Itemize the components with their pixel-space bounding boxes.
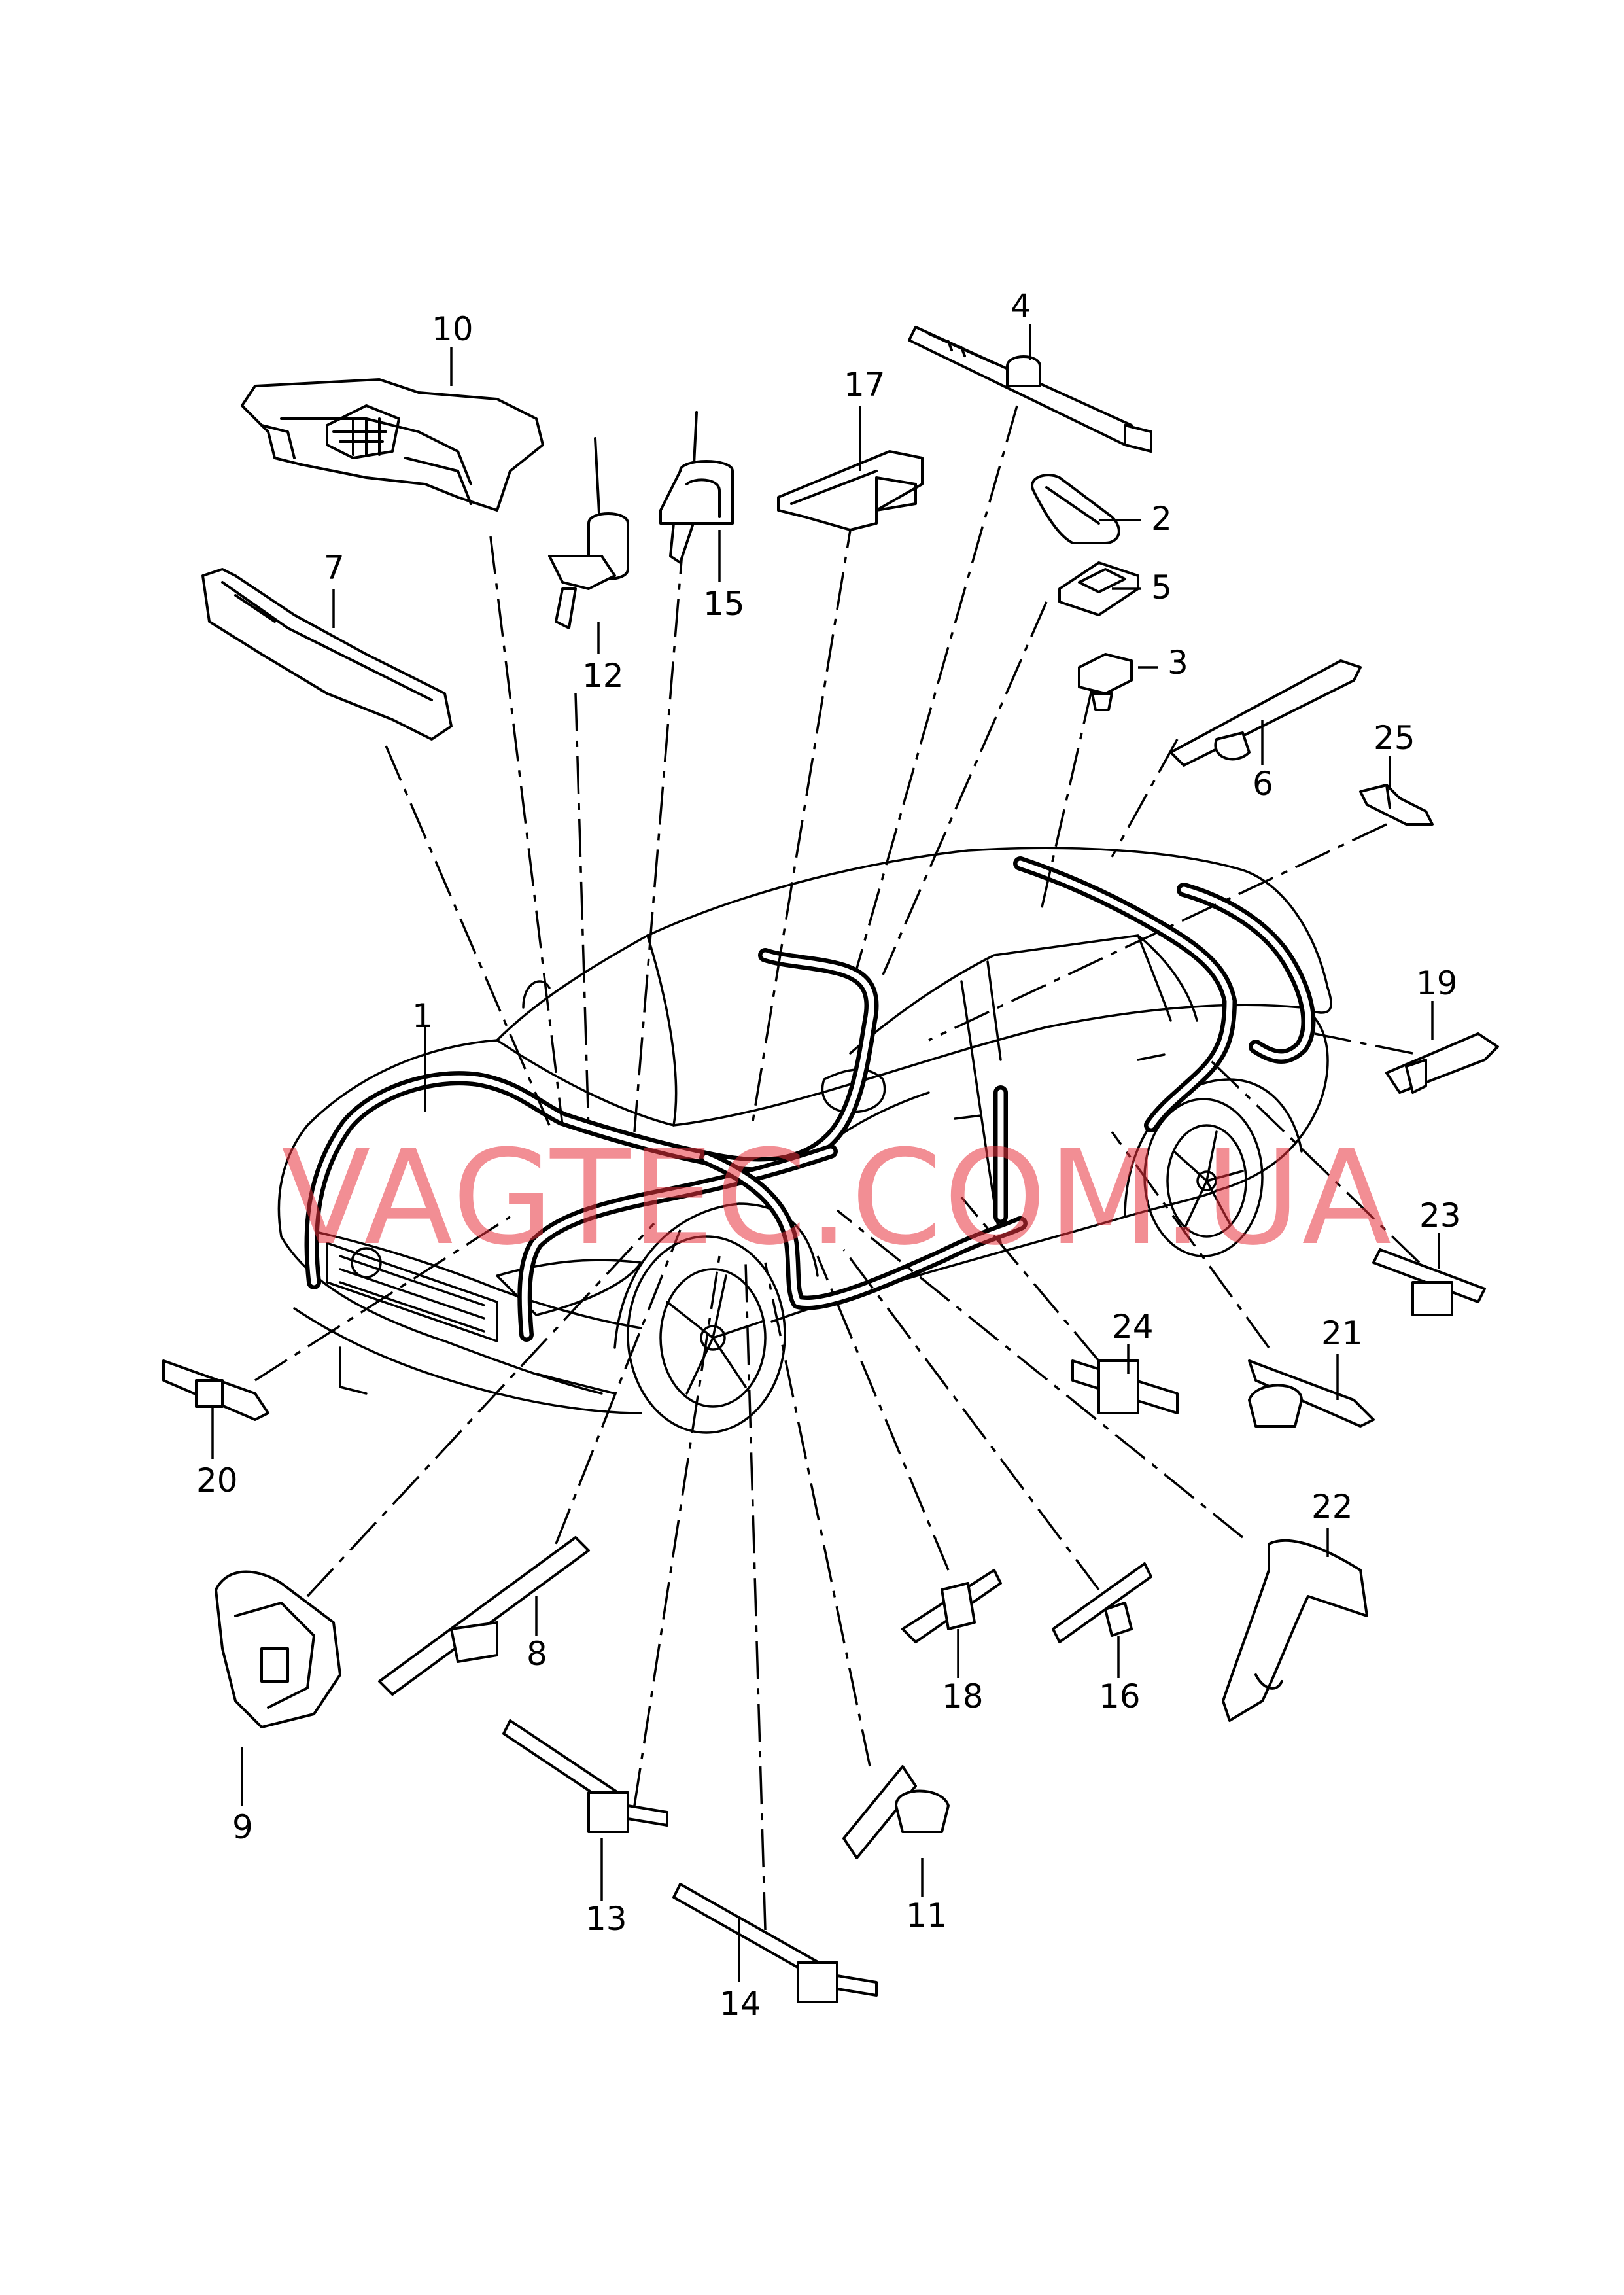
callout-5: 5: [1151, 569, 1172, 606]
callout-4: 4: [1011, 287, 1031, 325]
part-10-cover: [241, 378, 544, 512]
part-16-clip: [1052, 1562, 1152, 1643]
callout-13: 13: [585, 1900, 627, 1938]
part-11-clip: [842, 1765, 950, 1859]
part-12-fastener: [548, 437, 629, 629]
callout-22: 22: [1311, 1488, 1353, 1526]
callout-8: 8: [527, 1635, 547, 1673]
part-7-trim-strip: [201, 568, 453, 741]
part-18-clip: [901, 1569, 1002, 1643]
callout-7: 7: [324, 549, 345, 587]
part-19-clip: [1385, 1032, 1499, 1094]
callout-21: 21: [1321, 1314, 1363, 1352]
part-23-clip: [1372, 1248, 1486, 1316]
callout-15: 15: [703, 585, 745, 623]
callout-19: 19: [1416, 964, 1458, 1002]
callout-12: 12: [582, 657, 624, 695]
callout-17: 17: [844, 366, 886, 404]
part-6-profile: [1169, 659, 1362, 767]
callout-25: 25: [1373, 719, 1415, 757]
part-17-flat-bracket: [777, 450, 924, 531]
leader-lines: [254, 405, 1421, 1931]
part-9-housing: [215, 1570, 341, 1728]
callout-2: 2: [1151, 500, 1172, 538]
part-3-connector: [1078, 653, 1133, 711]
callout-24: 24: [1112, 1308, 1154, 1346]
part-15-clip: [659, 411, 734, 564]
callout-3: 3: [1167, 644, 1188, 682]
callout-20: 20: [196, 1462, 238, 1499]
callout-6: 6: [1253, 765, 1273, 803]
callout-11: 11: [906, 1897, 948, 1935]
callout-1: 1: [412, 997, 433, 1035]
callout-numbers: 1 2 3 4 5 6 7 8 9 10 11 12 13 14 15 16 1…: [196, 287, 1461, 2023]
part-24-clip: [1071, 1359, 1179, 1414]
watermark: VAGTEC.COM.UA: [281, 1122, 1392, 1274]
part-13-tie-clip: [502, 1719, 668, 1833]
part-25-clip: [1359, 784, 1434, 826]
callout-9: 9: [232, 1808, 253, 1846]
part-22-bracket: [1222, 1539, 1368, 1722]
wiring-harness: [304, 856, 1316, 1342]
callout-10: 10: [432, 310, 474, 348]
part-8-bar-clip: [378, 1536, 590, 1696]
callout-23: 23: [1419, 1197, 1461, 1235]
part-21-clip: [1248, 1359, 1375, 1428]
callout-14: 14: [719, 1985, 761, 2023]
part-14-tie-clip: [672, 1883, 878, 2003]
callout-16: 16: [1099, 1677, 1141, 1715]
part-2-strap: [1031, 474, 1120, 544]
part-20-clip: [162, 1359, 269, 1421]
part-4-cable-tie: [908, 326, 1152, 453]
callout-18: 18: [942, 1677, 984, 1715]
callout-ticks: [211, 324, 1440, 1982]
